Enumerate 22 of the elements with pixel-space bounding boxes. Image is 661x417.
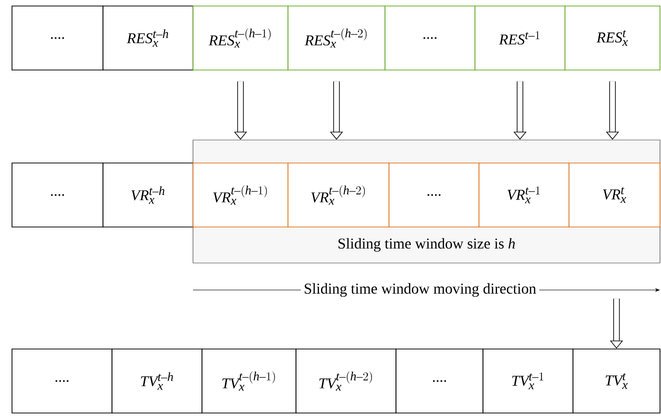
cell: $RES^{t-1}$ (474, 6, 566, 70)
cell: .... (396, 348, 484, 414)
cell: $TV_x^{t-(h-1)}$ (202, 348, 296, 414)
cell: $VR_x^{t-1}$ (478, 162, 570, 228)
cell: .... (12, 348, 112, 414)
cell: $VR_x^{t-(h-1)}$ (192, 162, 288, 228)
cell: $RES_x^{t-(h-2)}$ (288, 6, 386, 70)
cell: $RES_x^{t-h}$ (102, 6, 194, 70)
cell: .... (388, 162, 480, 228)
cell: $RES_x^{t-(h-1)}$ (192, 6, 288, 70)
cell: $VR_x^{t-(h-2)}$ (288, 162, 390, 228)
cell: .... (384, 6, 476, 70)
cell: $TV_x^{t-h}$ (112, 348, 202, 414)
cell: $TV_x^{t}$ (572, 348, 660, 414)
direction-label: Sliding time window moving direction (300, 280, 540, 300)
cell: .... (12, 6, 104, 70)
cell: $TV_x^{t-(h-2)}$ (296, 348, 396, 414)
cell: $VR_x^{t-h}$ (102, 162, 194, 228)
cell: $VR_x^{t}$ (568, 162, 660, 228)
cell: $RES_x^{t}$ (564, 6, 660, 70)
cell: .... (12, 162, 104, 228)
cell: $TV_x^{t-1}$ (482, 348, 574, 414)
